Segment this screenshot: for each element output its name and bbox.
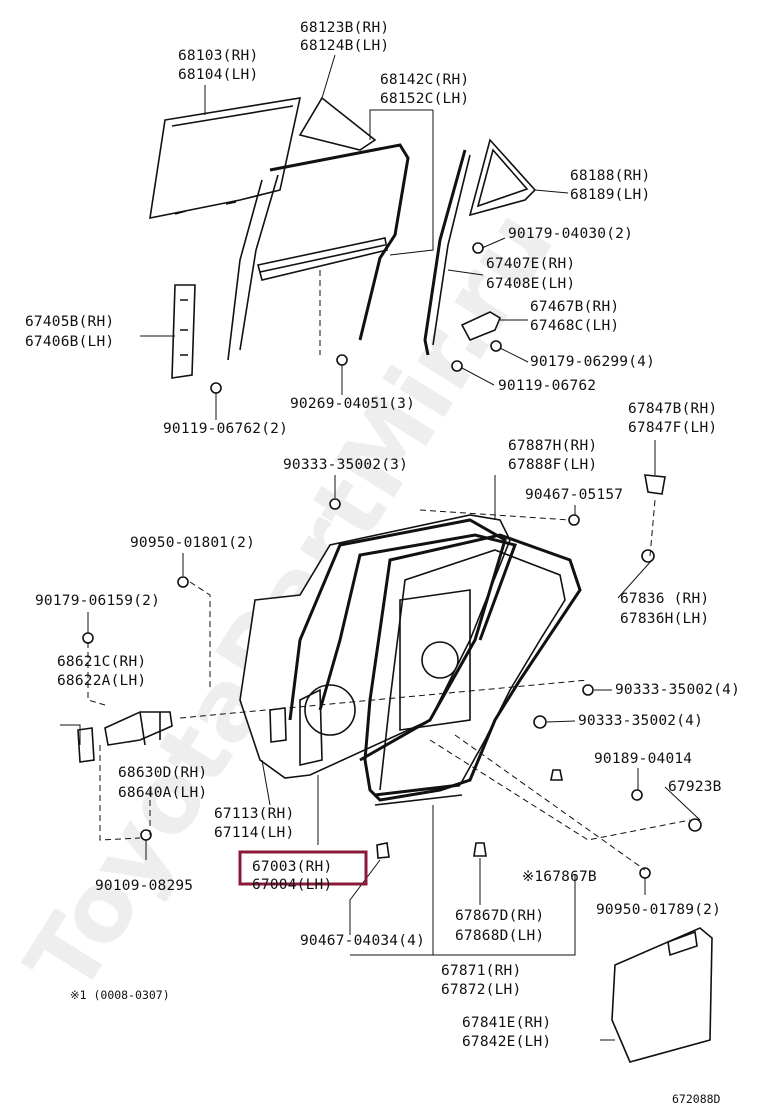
part-number-label: 68621C(RH)	[57, 654, 146, 670]
part-number-label: 68103(RH)	[178, 48, 258, 64]
part-number-label: 90179-04030(2)	[508, 226, 633, 242]
part-number-label: 68188(RH)	[570, 168, 650, 184]
diagram-code: 672088D	[672, 1092, 721, 1106]
part-number-label: 68123B(RH)	[300, 20, 389, 36]
part-number-label: 67923B	[668, 779, 722, 795]
part-number-label: 67467B(RH)	[530, 299, 619, 315]
part-number-label: 90179-06159(2)	[35, 593, 160, 609]
part-number-label: 90467-04034(4)	[300, 933, 425, 949]
part-number-label: ※167867B	[522, 869, 597, 885]
bracket-part	[460, 311, 502, 342]
part-number-label: 68104(LH)	[178, 67, 258, 83]
regulator-rail-part	[171, 284, 196, 379]
part-number-label: 90950-01789(2)	[596, 902, 721, 918]
belt-moulding-part	[374, 783, 463, 806]
part-number-label: 90189-04014	[594, 751, 692, 767]
part-number-label: 90950-01801(2)	[130, 535, 255, 551]
part-number-label: 90333-35002(3)	[283, 457, 408, 473]
part-number-label: 67872(LH)	[441, 982, 521, 998]
part-number-label: 67004(LH)	[252, 877, 332, 893]
highlight-box	[238, 850, 368, 886]
fixed-glass-part	[468, 138, 537, 217]
upper-fasteners	[210, 242, 502, 394]
part-number-label: 90269-04051(3)	[290, 396, 415, 412]
run-channel-part	[227, 143, 410, 361]
part-number-label: 67468C(LH)	[530, 318, 619, 334]
lower-fasteners	[82, 474, 702, 879]
part-number-label: 67003(RH)	[252, 859, 332, 875]
part-number-label: 90467-05157	[525, 487, 623, 503]
part-number-label: 68142C(RH)	[380, 72, 469, 88]
part-number-label: 90119-06762	[498, 378, 596, 394]
part-number-label: 67867D(RH)	[455, 908, 544, 924]
part-number-label: 67868D(LH)	[455, 928, 544, 944]
part-number-label: 67847B(RH)	[628, 401, 717, 417]
footnote: ※1 (0008-0307)	[70, 988, 170, 1002]
part-number-label: 67841E(RH)	[462, 1015, 551, 1031]
part-number-label: 68640A(LH)	[118, 785, 207, 801]
part-number-label: 90109-08295	[95, 878, 193, 894]
part-number-label: 67113(RH)	[214, 806, 294, 822]
part-number-label: 68622A(LH)	[57, 673, 146, 689]
part-number-label: 67406B(LH)	[25, 334, 114, 350]
part-number-label: 67405B(RH)	[25, 314, 114, 330]
part-number-label: 68152C(LH)	[380, 91, 469, 107]
division-bar-part	[423, 149, 471, 356]
door-glass-part	[149, 97, 302, 220]
part-number-label: 90333-35002(4)	[615, 682, 740, 698]
part-number-label: 68124B(LH)	[300, 38, 389, 54]
service-cover-part	[611, 927, 713, 1063]
part-number-label: 67842E(LH)	[462, 1034, 551, 1050]
leader-lines	[60, 54, 701, 1041]
part-number-label: 67847F(LH)	[628, 420, 717, 436]
part-number-label: 67407E(RH)	[486, 256, 575, 272]
part-number-label: 90179-06299(4)	[530, 354, 655, 370]
part-number-label: 90119-06762(2)	[163, 421, 288, 437]
quarter-glass-part	[298, 96, 377, 151]
hinge-part	[77, 711, 173, 763]
part-number-label: 68189(LH)	[570, 187, 650, 203]
part-number-label: 67836H(LH)	[620, 611, 709, 627]
part-number-label: 67408E(LH)	[486, 276, 575, 292]
part-number-label: 67871(RH)	[441, 963, 521, 979]
dashed-lines	[87, 270, 691, 871]
part-number-label: 67114(LH)	[214, 825, 294, 841]
part-number-label: 68630D(RH)	[118, 765, 207, 781]
part-number-label: 90333-35002(4)	[578, 713, 703, 729]
part-number-label: 67888F(LH)	[508, 457, 597, 473]
part-number-label: 67887H(RH)	[508, 438, 597, 454]
part-number-label: 67836 (RH)	[620, 591, 709, 607]
part-labels: 68123B(RH) 68124B(LH) 68103(RH) 68104(LH) 68…	[25, 20, 740, 1050]
